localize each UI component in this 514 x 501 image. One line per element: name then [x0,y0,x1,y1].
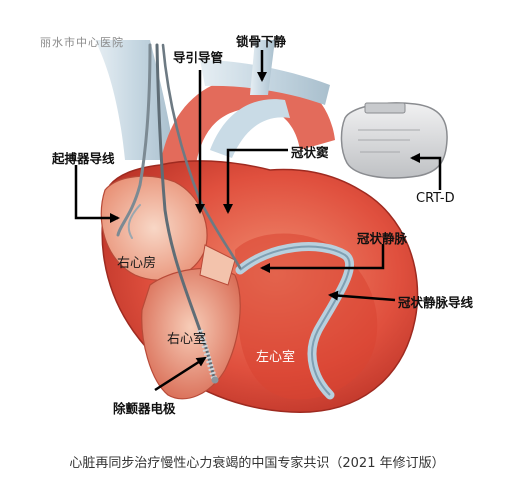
heart-diagram [74,40,448,413]
label-left-ventricle: 左心室 [256,350,296,365]
label-defib-electrode: 除颤器电极 [113,401,176,416]
label-crt-d: CRT-D [416,191,455,206]
great-vessels [95,40,335,170]
label-right-ventricle: 右心室 [167,332,207,347]
figure-caption: 心脏再同步治疗慢性心力衰竭的中国专家共识（2021 年修订版） [69,456,445,471]
label-coronary-sinus: 冠状窦 [291,145,329,160]
annotation-arrows [74,50,442,392]
hospital-watermark: 丽水市中心医院 [40,36,124,49]
label-pacemaker-lead: 起搏器导线 [52,151,115,166]
defib-coil [197,329,217,379]
crt-d-device [340,102,448,179]
label-right-atrium: 右心房 [117,256,157,271]
label-coronary-vein: 冠状静脉 [357,231,408,246]
label-guide-catheter: 导引导管 [173,50,224,65]
electrode-tip [211,376,219,384]
label-coronary-vein-lead: 冠状静脉导线 [398,295,474,310]
label-subclavian-vein: 锁骨下静 [236,34,287,49]
